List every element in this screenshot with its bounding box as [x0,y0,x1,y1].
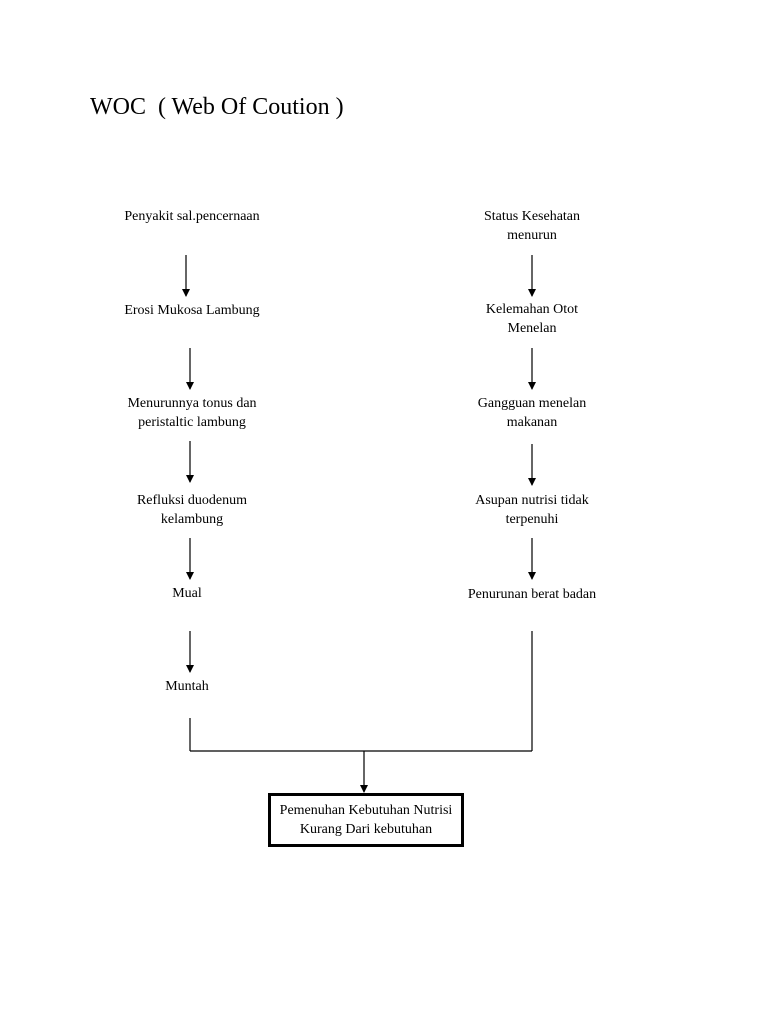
node-line: menurun [507,228,557,243]
node-gangguan-menelan-makanan: Gangguan menelan makanan [442,394,622,432]
node-line: Penurunan berat badan [467,587,597,602]
result-box: Pemenuhan Kebutuhan Nutrisi Kurang Dari … [268,793,464,847]
node-line: Menelan [507,321,557,336]
node-refluksi-duodenum: Refluksi duodenum kelambung [102,491,282,529]
result-line: Kurang Dari kebutuhan [299,822,433,837]
node-penyakit-sal-pencernaan: Penyakit sal.pencernaan [102,207,282,226]
node-line: Gangguan menelan [477,396,587,411]
node-muntah: Muntah [97,677,277,696]
node-line: Mual [172,586,202,601]
node-line: Refluksi duodenum [136,493,248,508]
node-asupan-nutrisi: Asupan nutrisi tidak terpenuhi [442,491,622,529]
node-penurunan-berat-badan: Penurunan berat badan [442,585,622,604]
node-line: Penyakit sal.pencernaan [124,209,260,224]
node-line: Menurunnya tonus dan [127,396,257,411]
node-line: Status Kesehatan [483,209,581,224]
node-line: Muntah [165,679,209,694]
node-mual: Mual [97,584,277,603]
node-erosi-mukosa-lambung: Erosi Mukosa Lambung [102,301,282,320]
node-line: Erosi Mukosa Lambung [124,303,260,318]
node-line: kelambung [160,512,224,527]
page-title: WOC ( Web Of Coution ) [90,94,344,120]
node-line: Kelemahan Otot [485,302,579,317]
node-line: Asupan nutrisi tidak [475,493,589,508]
node-status-kesehatan-menurun: Status Kesehatan menurun [442,207,622,245]
node-menurunnya-tonus: Menurunnya tonus dan peristaltic lambung [102,394,282,432]
node-kelemahan-otot-menelan: Kelemahan Otot Menelan [442,300,622,338]
node-line: makanan [506,415,558,430]
node-line: peristaltic lambung [138,415,246,430]
result-line: Pemenuhan Kebutuhan Nutrisi [279,803,453,818]
node-line: terpenuhi [505,512,559,527]
